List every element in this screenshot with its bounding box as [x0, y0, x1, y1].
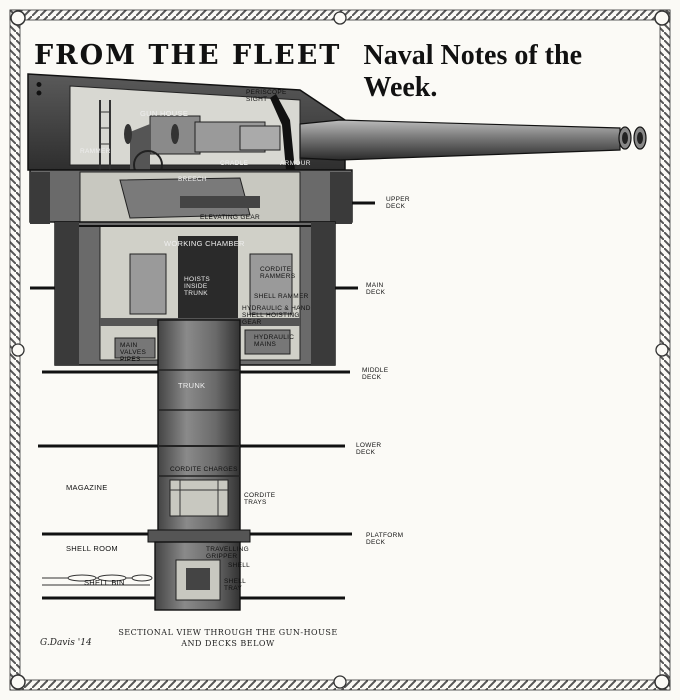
label-shell-tray: SHELL TRAY	[224, 578, 247, 592]
label-trunk: TRUNK	[178, 381, 206, 390]
title-left: FROM THE FLEET :	[34, 40, 342, 102]
label-magazine: MAGAZINE	[66, 483, 108, 492]
label-cordite-charges: CORDITE CHARGES	[170, 466, 238, 473]
label-main-valves: MAIN VALVES PIPES	[120, 342, 147, 363]
rope-border	[9, 9, 671, 691]
label-working-chamber: WORKING CHAMBER	[164, 239, 245, 248]
label-platform-deck: PLATFORM DECK	[366, 532, 404, 546]
label-shell-rammer: SHELL RAMMER	[254, 293, 309, 300]
label-shell-bin: SHELL BIN	[84, 578, 125, 587]
label-rammer: RAMMER	[80, 148, 111, 155]
label-main-deck: MAIN DECK	[366, 282, 386, 296]
label-gun-house: GUN HOUSE	[140, 109, 189, 118]
label-hydraulic-hand-gear: HYDRAULIC & HAND SHELL HOISTING GEAR	[242, 305, 311, 326]
label-armour: ARMOUR	[280, 160, 311, 167]
figure-caption: SECTIONAL VIEW THROUGH THE GUN-HOUSE AND…	[118, 628, 338, 648]
label-hoists-inside-trunk: HOISTS INSIDE TRUNK	[184, 276, 210, 297]
label-hydraulic-mains: HYDRAULIC MAINS	[254, 334, 295, 348]
label-cradle: CRADLE	[220, 160, 249, 167]
label-cordite-rammers: CORDITE RAMMERS	[260, 266, 296, 280]
label-middle-deck: MIDDLE DECK	[362, 367, 389, 381]
gun-barrel	[299, 119, 647, 161]
shell-room	[42, 541, 241, 611]
label-travelling-gripper: TRAVELLING GRIPPER	[206, 546, 249, 560]
label-cordite-trays: CORDITE TRAYS	[244, 492, 276, 506]
page-title: FROM THE FLEET : Naval Notes of the Week…	[34, 40, 654, 103]
label-periscope-sight: PERISCOPE SIGHT	[246, 89, 287, 103]
label-lower-deck: LOWER DECK	[356, 442, 382, 456]
title-right: Naval Notes of the Week.	[363, 40, 583, 103]
turret-barbette	[29, 169, 353, 224]
label-upper-deck: UPPER DECK	[386, 196, 410, 210]
label-shell-room: SHELL ROOM	[66, 544, 118, 553]
trunk	[147, 319, 251, 543]
label-elevating-gear: ELEVATING GEAR	[200, 214, 260, 221]
label-shell: SHELL	[228, 562, 251, 569]
label-breech: BREECH	[178, 176, 207, 183]
artist-signature: G.Davis '14	[40, 638, 92, 648]
